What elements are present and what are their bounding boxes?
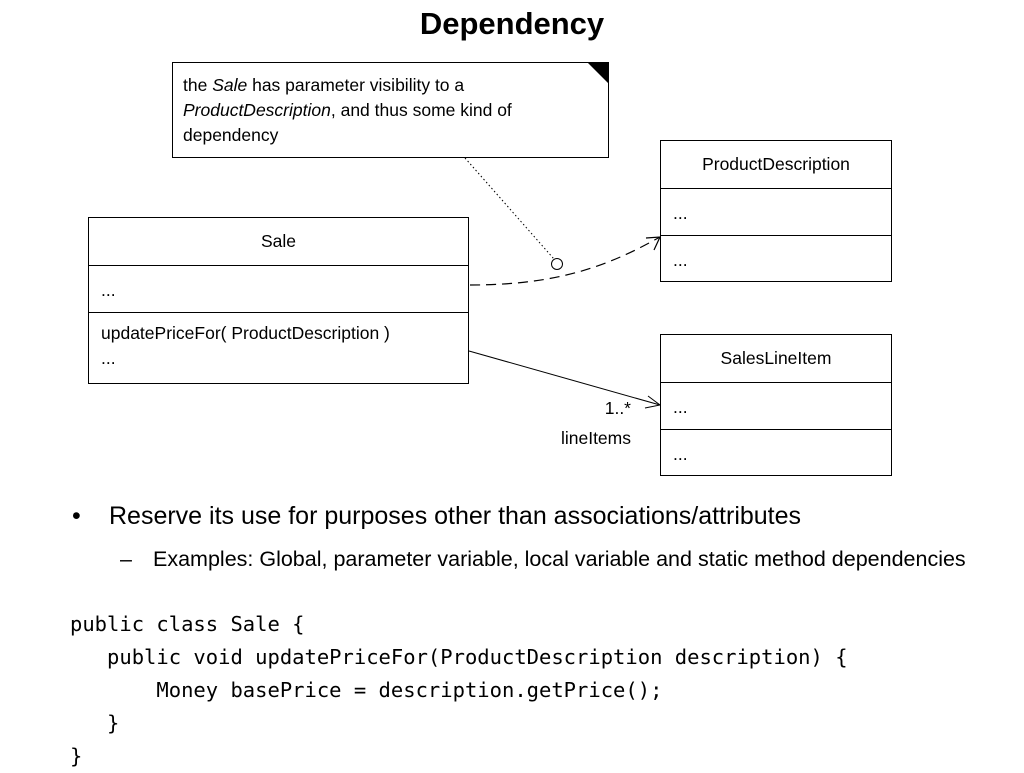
class-attributes: ... (661, 188, 891, 235)
page-title: Dependency (419, 6, 605, 41)
uml-note: the Sale has parameter visibility to a P… (172, 62, 609, 158)
class-attributes: ... (89, 265, 468, 312)
note-anchor-circle (551, 258, 563, 270)
note-text-1: the (183, 75, 213, 95)
diagram-connectors (464, 157, 662, 409)
association-line (468, 350, 661, 406)
class-product-description: ProductDescription ... ... (660, 140, 892, 282)
code-block: public class Sale { public void updatePr… (70, 608, 848, 773)
note-text-sale: Sale (212, 75, 248, 95)
class-operations: ... (661, 429, 891, 475)
bullet-mark: • (72, 502, 81, 530)
code-line: public class Sale { (70, 612, 305, 636)
note-text-productdescription: ProductDescription (183, 100, 331, 120)
class-sale: Sale ... updatePriceFor( ProductDescript… (88, 217, 469, 384)
code-line: public void updatePriceFor(ProductDescri… (70, 645, 848, 669)
class-operations: ... (661, 235, 891, 281)
sub-bullet-text: Examples: Global, parameter variable, lo… (153, 547, 966, 571)
class-name: ProductDescription (702, 154, 850, 174)
association-arrowhead (644, 395, 662, 409)
class-attributes: ... (661, 382, 891, 429)
code-line: } (70, 744, 83, 768)
operation-update-price: updatePriceFor( ProductDescription ) (101, 323, 390, 343)
note-text-3: has parameter visibility to a (247, 75, 465, 95)
operation-more: ... (101, 348, 116, 368)
association-role: lineItems (560, 428, 631, 448)
class-sales-line-item: SalesLineItem ... ... (660, 334, 892, 476)
sub-bullet-mark: – (120, 547, 132, 571)
note-anchor-line (464, 157, 555, 260)
code-line: } (70, 711, 120, 735)
note-text-5: , and thus some kind of dependency (183, 100, 512, 145)
class-name: SalesLineItem (720, 348, 832, 368)
code-line: Money basePrice = description.getPrice()… (70, 678, 663, 702)
bullet-text: Reserve its use for purposes other than … (109, 502, 802, 530)
class-operations: updatePriceFor( ProductDescription ) ... (89, 312, 468, 383)
class-name: Sale (260, 231, 297, 251)
note-folded-corner (587, 62, 609, 84)
association-multiplicity: 1..* (604, 398, 631, 418)
dependency-arrow (469, 236, 661, 286)
